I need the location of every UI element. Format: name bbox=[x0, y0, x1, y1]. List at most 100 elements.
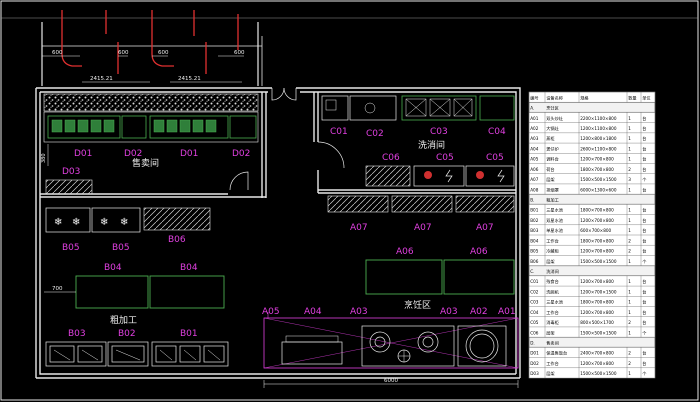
table-cell: 1 bbox=[628, 330, 631, 335]
counter-a06-b bbox=[443, 259, 515, 295]
tag-a05: A05 bbox=[262, 307, 280, 317]
fridge-b05-a bbox=[45, 207, 91, 233]
table-cell: 煲仔炉 bbox=[546, 145, 559, 152]
table-cell: 双头炒灶 bbox=[546, 115, 563, 122]
sales-room: D01 D02 D01 D02 售卖间 380 D03 bbox=[41, 93, 259, 195]
tag-a02: A02 bbox=[470, 307, 488, 317]
tag-b02: B02 bbox=[118, 329, 136, 339]
table-cell: B05 bbox=[530, 249, 539, 254]
table-cell: C03 bbox=[530, 300, 539, 305]
table-cell: 1 bbox=[628, 116, 631, 121]
tag-d02-a: D02 bbox=[124, 149, 142, 159]
tag-b04-b: B04 bbox=[180, 263, 198, 273]
table-cell: A03 bbox=[530, 136, 539, 141]
table-cell: 台 bbox=[642, 248, 646, 255]
table-cell: C. bbox=[530, 269, 534, 274]
table-cell: 台 bbox=[642, 125, 646, 132]
table-cell: A01 bbox=[530, 116, 539, 121]
table-cell: 1500×500×1500 bbox=[580, 177, 617, 182]
tag-a03-a: A03 bbox=[350, 307, 368, 317]
dishwasher-c02 bbox=[349, 95, 397, 121]
tag-a01: A01 bbox=[498, 307, 516, 317]
table-cell: 台 bbox=[642, 186, 646, 193]
tag-a03-b: A03 bbox=[440, 307, 458, 317]
table-cell: 洗碗机 bbox=[546, 288, 559, 295]
tag-a06-b: A06 bbox=[470, 247, 488, 257]
tag-d01-a: D01 bbox=[74, 149, 92, 159]
tag-b03: B03 bbox=[68, 329, 86, 339]
table-cell: 个 bbox=[642, 259, 647, 264]
table-cell: 烹饪区 bbox=[546, 105, 559, 112]
table-cell: 1200×1100×800 bbox=[580, 126, 617, 131]
table-cell: 2 bbox=[628, 351, 631, 356]
svg-text:❄: ❄ bbox=[72, 217, 80, 228]
table-cell: A04 bbox=[530, 146, 539, 151]
dim-600-a: 600 bbox=[52, 50, 63, 56]
table-cell: 层架 bbox=[546, 177, 554, 183]
table-cell: D. bbox=[530, 340, 535, 345]
svg-text:❄: ❄ bbox=[54, 217, 62, 228]
table-header-cell: 设备名称 bbox=[546, 94, 563, 101]
table-cell: C06 bbox=[530, 330, 539, 335]
table-cell: 2400×700×800 bbox=[580, 351, 614, 356]
serving-counter-left bbox=[47, 115, 121, 139]
table-cell: 2200×1100×800 bbox=[580, 116, 617, 121]
table-cell: C01 bbox=[530, 279, 539, 284]
tag-b05-a: B05 bbox=[62, 243, 80, 253]
table-cell: 台 bbox=[642, 115, 646, 122]
dishwash-room: C01 C02 C03 C04 洗消间 C06 C05 C05 bbox=[321, 95, 515, 187]
table-cell: 2600×1100×800 bbox=[580, 146, 617, 151]
table-cell: 1 bbox=[628, 208, 631, 213]
table-cell: 1 bbox=[628, 371, 631, 376]
table-cell: 1 bbox=[628, 146, 631, 151]
dim-6000: 6000 bbox=[384, 378, 398, 384]
rough-processing: ❄ ❄ ❄ ❄ B05 B05 B06 B04 B04 700 粗加工 B03 … bbox=[44, 207, 229, 367]
table-cell: 1200×700×800 bbox=[580, 249, 614, 254]
tag-a07-b: A07 bbox=[414, 223, 432, 233]
table-cell: C05 bbox=[530, 320, 539, 325]
table-cell: 1 bbox=[628, 300, 631, 305]
table-cell: 工作台 bbox=[546, 237, 559, 244]
room-label-sales: 售卖间 bbox=[132, 157, 159, 169]
gravel-counter bbox=[43, 93, 259, 112]
table-header-cell: 编号 bbox=[530, 94, 538, 101]
table-cell: 单星水池 bbox=[546, 227, 564, 234]
table-cell: 三星水池 bbox=[546, 207, 564, 213]
table-cell: 排烟罩 bbox=[546, 186, 559, 193]
table-cell: D03 bbox=[530, 371, 539, 376]
dim-span-right: 2415.21 bbox=[178, 76, 201, 82]
walls bbox=[35, 87, 521, 379]
table-cell: 台 bbox=[642, 207, 646, 214]
tag-b06: B06 bbox=[168, 235, 186, 245]
table-cell: 售卖间 bbox=[546, 339, 559, 346]
table-cell: 6000×1300×600 bbox=[580, 187, 617, 192]
table-cell: 2 bbox=[628, 167, 631, 172]
sterilizer-c05 bbox=[413, 165, 515, 187]
table-cell: 个 bbox=[642, 330, 647, 335]
svg-text:❄: ❄ bbox=[100, 217, 108, 228]
table-cell: 个 bbox=[642, 177, 647, 182]
top-extension: 600 600 600 600 2415.21 2415.21 bbox=[41, 10, 263, 86]
tag-c05-a: C05 bbox=[436, 153, 454, 163]
dim-span-left: 2415.21 bbox=[90, 76, 113, 82]
worktable-b04-b bbox=[149, 275, 225, 309]
table-cell: 1200×800×1800 bbox=[580, 136, 617, 141]
table-cell: 1 bbox=[628, 259, 631, 264]
exhaust-hood bbox=[263, 317, 519, 369]
table-cell: D01 bbox=[530, 351, 539, 356]
table-cell: 800×500×1700 bbox=[580, 320, 614, 325]
tag-d02-b: D02 bbox=[232, 149, 250, 159]
cooking-area: A07 A07 A07 A06 A06 烹饪区 A05 A04 A03 A03 … bbox=[262, 195, 519, 388]
table-cell: 2 bbox=[628, 361, 631, 366]
table-cell: 2 bbox=[628, 320, 631, 325]
table-cell: 台 bbox=[642, 217, 646, 224]
table-cell: 台 bbox=[642, 156, 646, 163]
pipe-group bbox=[61, 10, 239, 74]
dim-380: 380 bbox=[41, 153, 47, 163]
tag-c05-b: C05 bbox=[486, 153, 504, 163]
table-cell: 1 bbox=[628, 279, 631, 284]
big-wok-a01 bbox=[457, 325, 507, 367]
table-cell: B. bbox=[530, 197, 534, 202]
table-cell: 层架 bbox=[546, 330, 554, 336]
